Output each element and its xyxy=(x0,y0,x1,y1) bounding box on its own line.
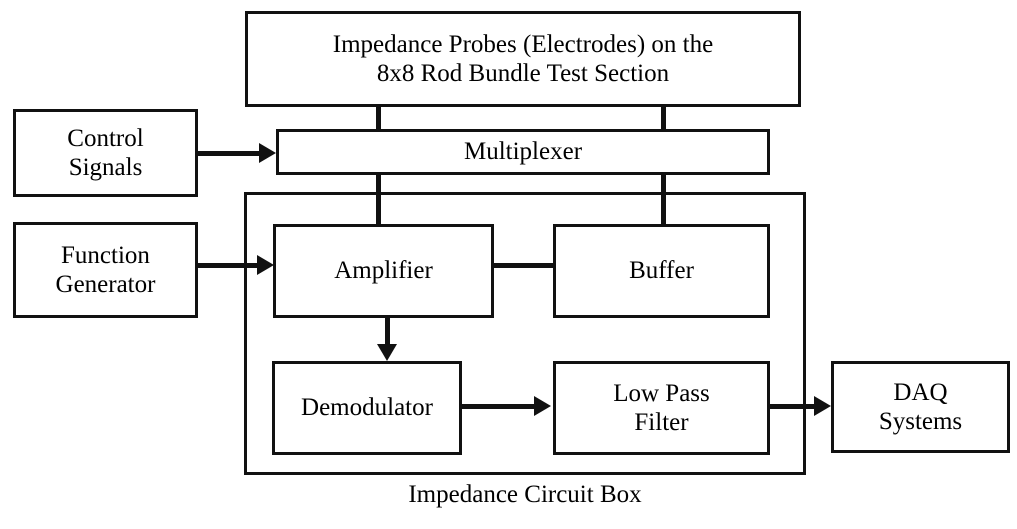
connector-amplifier-demodulator-shaft xyxy=(385,315,390,346)
block-multiplexer[interactable]: Multiplexer xyxy=(276,129,770,175)
connector-multiplexer-amplifier xyxy=(376,172,381,227)
low-pass-filter-label-line2: Filter xyxy=(634,409,689,436)
demodulator-label: Demodulator xyxy=(301,394,433,422)
connector-function-generator-amplifier-arrowhead xyxy=(257,255,274,275)
low-pass-filter-label-line1: Low Pass xyxy=(613,379,710,407)
amplifier-label: Amplifier xyxy=(334,257,433,285)
block-daq-systems[interactable]: DAQ Systems xyxy=(831,361,1010,453)
block-low-pass-filter[interactable]: Low Pass Filter xyxy=(553,361,770,455)
impedance-circuit-box-caption: Impedance Circuit Box xyxy=(244,481,806,509)
control-signals-label-line2: Signals xyxy=(68,154,143,181)
connector-probes-multiplexer-left xyxy=(376,104,381,132)
impedance-circuit-box-caption-label: Impedance Circuit Box xyxy=(408,481,642,508)
block-control-signals[interactable]: Control Signals xyxy=(13,109,198,197)
block-function-generator[interactable]: Function Generator xyxy=(13,222,198,318)
multiplexer-label: Multiplexer xyxy=(463,138,583,166)
daq-systems-label-line2: Systems xyxy=(878,408,963,435)
control-signals-label-line1: Control xyxy=(67,124,144,152)
block-buffer[interactable]: Buffer xyxy=(553,224,770,318)
daq-systems-label-line1: DAQ xyxy=(893,378,948,406)
function-generator-label-line1: Function xyxy=(61,241,150,269)
connector-demodulator-low-pass-filter-shaft xyxy=(460,404,536,409)
block-demodulator[interactable]: Demodulator xyxy=(272,361,462,455)
connector-control-signals-multiplexer-shaft xyxy=(196,151,261,156)
impedance-probes-label-line1: Impedance Probes (Electrodes) on the xyxy=(332,30,714,58)
connector-low-pass-filter-daq-arrowhead xyxy=(814,396,831,416)
connector-multiplexer-buffer xyxy=(661,172,666,227)
block-amplifier[interactable]: Amplifier xyxy=(273,224,494,318)
connector-amplifier-buffer xyxy=(491,263,555,268)
function-generator-label-line2: Generator xyxy=(55,271,156,298)
impedance-probes-label-line2: 8x8 Rod Bundle Test Section xyxy=(376,60,670,87)
connector-low-pass-filter-daq-shaft xyxy=(768,404,816,409)
connector-function-generator-amplifier-shaft xyxy=(196,263,258,268)
buffer-label: Buffer xyxy=(629,257,694,285)
connector-control-signals-multiplexer-arrowhead xyxy=(259,143,276,163)
connector-probes-multiplexer-right xyxy=(661,104,666,132)
connector-amplifier-demodulator-arrowhead xyxy=(377,344,397,361)
block-impedance-probes[interactable]: Impedance Probes (Electrodes) on the 8x8… xyxy=(245,11,801,107)
connector-demodulator-low-pass-filter-arrowhead xyxy=(534,396,551,416)
